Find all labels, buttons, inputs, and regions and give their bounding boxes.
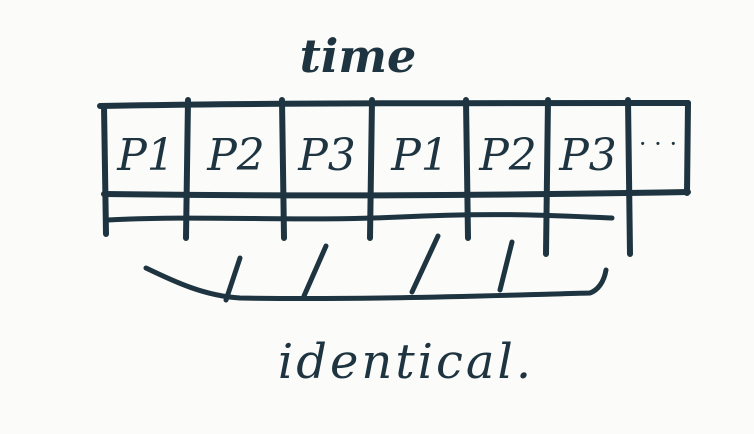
brace-wavy-line [105, 212, 615, 223]
timeline-bottom-edge [101, 189, 691, 199]
cell-divider-6 [543, 97, 551, 257]
brace-tick-4 [497, 239, 515, 293]
brace-tick-3 [409, 233, 441, 295]
slot-label-6: P3 [558, 130, 617, 181]
timeline-right-edge [684, 100, 691, 196]
slot-label-2: P2 [206, 130, 265, 181]
slot-label-5: P2 [478, 130, 537, 181]
brace-tick-1 [223, 255, 243, 303]
timeline-top-edge [97, 100, 691, 109]
cell-divider-5 [463, 97, 471, 241]
timeline-strip [97, 97, 691, 257]
cell-divider-4 [367, 97, 375, 241]
ellipsis-label: · · · [639, 130, 677, 158]
identical-brace [105, 212, 615, 303]
cell-divider-7 [625, 97, 633, 257]
cell-divider-1 [101, 103, 109, 237]
brace-tick-2 [301, 243, 329, 299]
cell-divider-2 [183, 97, 191, 241]
brace-curve [143, 265, 609, 302]
slot-label-4: P1 [390, 130, 449, 181]
cell-divider-3 [279, 97, 287, 241]
slot-label-1: P1 [116, 130, 175, 181]
slot-label-3: P3 [297, 130, 356, 181]
diagram-title: time [300, 29, 417, 83]
diagram-caption: identical. [278, 334, 534, 390]
